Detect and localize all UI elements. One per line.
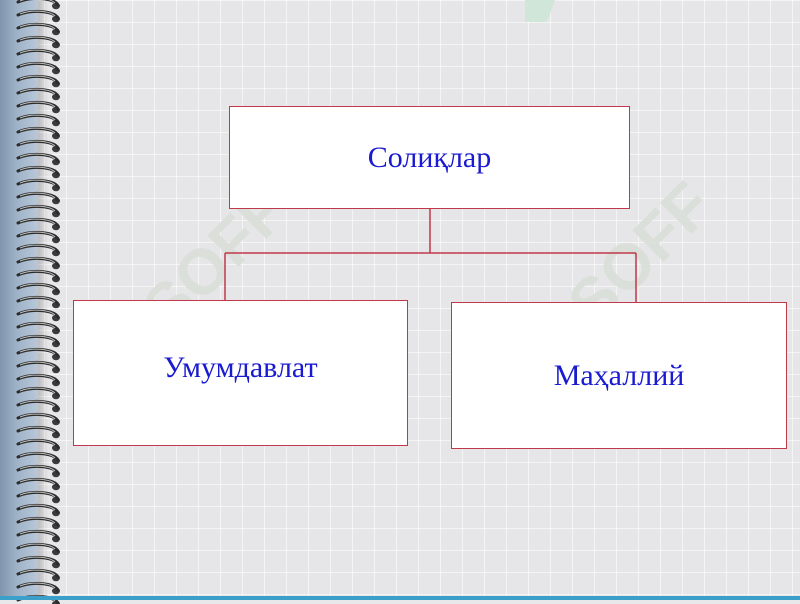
spiral-ring: [16, 61, 60, 75]
spiral-ring: [16, 451, 60, 465]
spiral-ring: [16, 113, 60, 127]
spiral-ring: [16, 269, 60, 283]
spiral-ring: [16, 243, 60, 257]
spiral-ring: [16, 22, 60, 36]
spiral-ring: [16, 191, 60, 205]
spiral-ring: [16, 373, 60, 387]
spiral-ring: [16, 9, 60, 23]
root-node: Солиқлар: [229, 106, 630, 209]
spiral-ring: [16, 74, 60, 88]
spiral-ring: [16, 178, 60, 192]
spiral-ring: [16, 425, 60, 439]
spiral-ring: [16, 321, 60, 335]
spiral-ring: [16, 139, 60, 153]
child-node-left: Умумдавлат: [73, 300, 408, 446]
spiral-ring: [16, 256, 60, 270]
spiral-ring: [16, 308, 60, 322]
bottom-accent-bar: [0, 596, 800, 600]
spiral-ring: [16, 230, 60, 244]
spiral-ring: [16, 503, 60, 517]
spiral-ring: [16, 87, 60, 101]
spiral-ring: [16, 295, 60, 309]
child-node-right: Маҳаллий: [451, 302, 787, 449]
spiral-ring: [16, 204, 60, 218]
spiral-ring: [16, 542, 60, 556]
spiral-ring: [16, 152, 60, 166]
spiral-ring: [16, 48, 60, 62]
spiral-ring: [16, 386, 60, 400]
spiral-ring: [16, 568, 60, 582]
spiral-ring: [16, 282, 60, 296]
spiral-ring: [16, 334, 60, 348]
spiral-ring: [16, 516, 60, 530]
spiral-ring: [16, 360, 60, 374]
spiral-ring: [16, 529, 60, 543]
spiral-ring: [16, 126, 60, 140]
spiral-ring: [16, 477, 60, 491]
spiral-ring: [16, 555, 60, 569]
spiral-binding-icon: [16, 0, 60, 604]
spiral-ring: [16, 347, 60, 361]
spiral-ring: [16, 217, 60, 231]
spiral-ring: [16, 100, 60, 114]
child-node-left-label: Умумдавлат: [163, 351, 318, 384]
spiral-ring: [16, 412, 60, 426]
spiral-ring: [16, 464, 60, 478]
spiral-ring: [16, 438, 60, 452]
child-node-right-label: Маҳаллий: [553, 358, 685, 392]
spiral-ring: [16, 165, 60, 179]
spiral-ring: [16, 490, 60, 504]
spiral-ring: [16, 581, 60, 595]
binding-shadow: [38, 0, 48, 600]
spiral-ring: [16, 0, 60, 10]
root-node-label: Солиқлар: [367, 140, 492, 174]
spiral-ring: [16, 399, 60, 413]
spiral-ring: [16, 35, 60, 49]
